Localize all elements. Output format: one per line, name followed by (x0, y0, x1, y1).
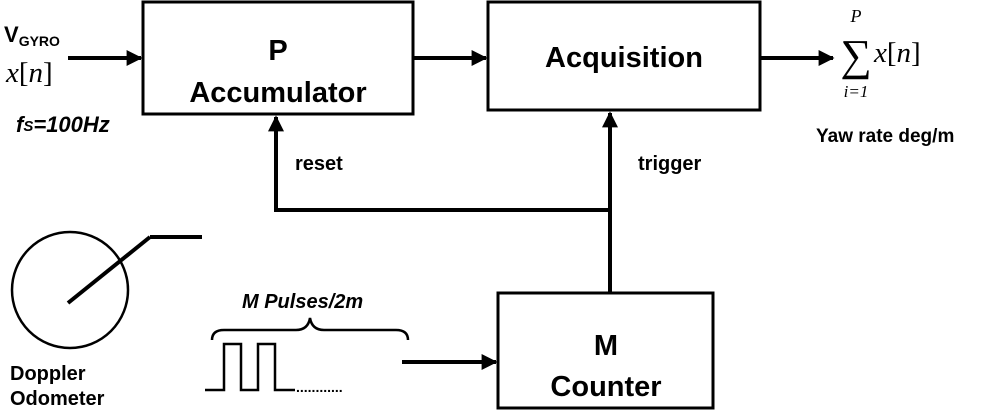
input-labels: VGYRO x[n] fS=100Hz (4, 22, 110, 137)
counter-label-name: Counter (550, 371, 661, 403)
v-gyro-label: VGYRO (4, 22, 60, 49)
pulse-train-continuation: ............ (296, 379, 343, 395)
odometer-label-line2: Odometer (10, 388, 105, 410)
acquisition-label: Acquisition (545, 42, 703, 74)
pulses-brace (210, 317, 410, 341)
counter-label-m: M (594, 330, 618, 362)
output-sum: P ∑ i=1 x[n] (840, 6, 920, 101)
counter-block: M Counter (496, 291, 715, 410)
reset-label: reset (295, 153, 343, 175)
odometer-label-line1: Doppler (10, 363, 86, 385)
trigger-label: trigger (638, 153, 702, 175)
input-signal-x-n: x[n] (5, 57, 53, 89)
pulse-train-waveform (205, 342, 295, 392)
sum-upper-limit: P (850, 6, 862, 26)
sum-symbol: ∑ (840, 31, 871, 80)
sum-signal-x-n: x[n] (873, 37, 921, 69)
pulses-label: M Pulses/2m (242, 291, 363, 313)
accumulator-label-name: Accumulator (189, 77, 366, 109)
acquisition-block: Acquisition (486, 0, 762, 112)
sampling-frequency-label: fS=100Hz (16, 112, 110, 137)
accumulator-block: P Accumulator (141, 0, 415, 116)
sum-lower-limit: i=1 (844, 82, 869, 101)
accumulator-label-p: P (268, 35, 287, 67)
doppler-odometer-icon (10, 230, 202, 350)
yaw-rate-caption: Yaw rate deg/m (816, 126, 954, 147)
